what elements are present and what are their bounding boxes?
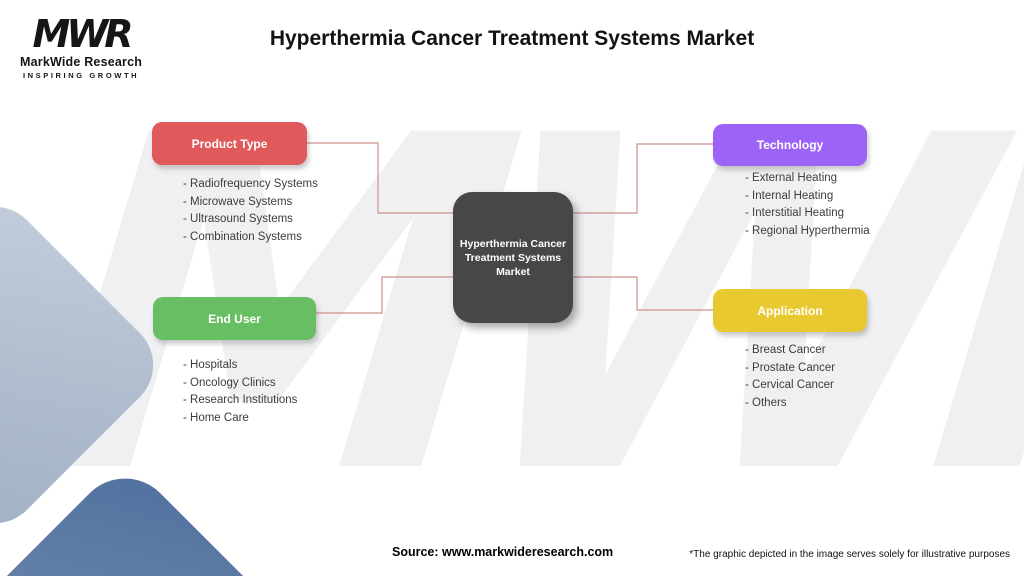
list-item: Cervical Cancer	[745, 377, 835, 395]
list-item: Regional Hyperthermia	[745, 223, 870, 241]
list-item: Others	[745, 395, 835, 413]
logo-tagline: INSPIRING GROWTH	[22, 71, 140, 80]
node-application: Application	[713, 289, 867, 332]
connector-application	[573, 276, 713, 311]
list-item: External Heating	[745, 170, 870, 188]
node-product-type: Product Type	[152, 122, 307, 165]
mwr-logo-icon: MWR	[32, 12, 134, 56]
logo-name: MarkWide Research	[20, 55, 143, 69]
list-item: Combination Systems	[183, 229, 318, 247]
connector-product-type	[307, 142, 453, 214]
list-item: Internal Heating	[745, 188, 870, 206]
markwide-research-logo: MWR MarkWide Research INSPIRING GROWTH	[20, 14, 142, 80]
node-label: Application	[757, 303, 823, 318]
list-item: Radiofrequency Systems	[183, 176, 318, 194]
list-item: Ultrasound Systems	[183, 211, 318, 229]
node-label: Technology	[756, 138, 824, 152]
list-item: Oncology Clinics	[183, 375, 297, 393]
center-node-hyperthermia-market: Hyperthermia Cancer Treatment Systems Ma…	[453, 192, 573, 323]
list-item: Breast Cancer	[745, 342, 835, 360]
node-label: Product Type	[191, 136, 268, 151]
list-item: Prostate Cancer	[745, 360, 835, 378]
list-item: Interstitial Heating	[745, 205, 870, 223]
list-item: Hospitals	[183, 357, 297, 375]
list-item: Microwave Systems	[183, 194, 318, 212]
connector-end-user	[316, 276, 453, 314]
node-label: End User	[208, 311, 261, 326]
source-text: Source: www.markwideresearch.com	[392, 545, 614, 559]
center-node-label-line: Market	[496, 265, 530, 278]
product-type-item-list: Radiofrequency Systems Microwave Systems…	[183, 176, 318, 246]
connector-technology	[573, 143, 713, 214]
list-item: Research Institutions	[183, 392, 297, 410]
node-end-user: End User	[153, 297, 316, 340]
center-node-label-line: Treatment Systems	[464, 251, 562, 264]
end-user-item-list: Hospitals Oncology Clinics Research Inst…	[183, 357, 297, 427]
page-title: Hyperthermia Cancer Treatment Systems Ma…	[269, 27, 755, 50]
center-node-label-line: Hyperthermia Cancer	[459, 237, 567, 250]
list-item: Home Care	[183, 410, 297, 428]
technology-item-list: External Heating Internal Heating Inters…	[745, 170, 870, 240]
node-technology: Technology	[713, 124, 867, 166]
disclaimer-text: *The graphic depicted in the image serve…	[689, 549, 1010, 560]
application-item-list: Breast Cancer Prostate Cancer Cervical C…	[745, 342, 835, 412]
